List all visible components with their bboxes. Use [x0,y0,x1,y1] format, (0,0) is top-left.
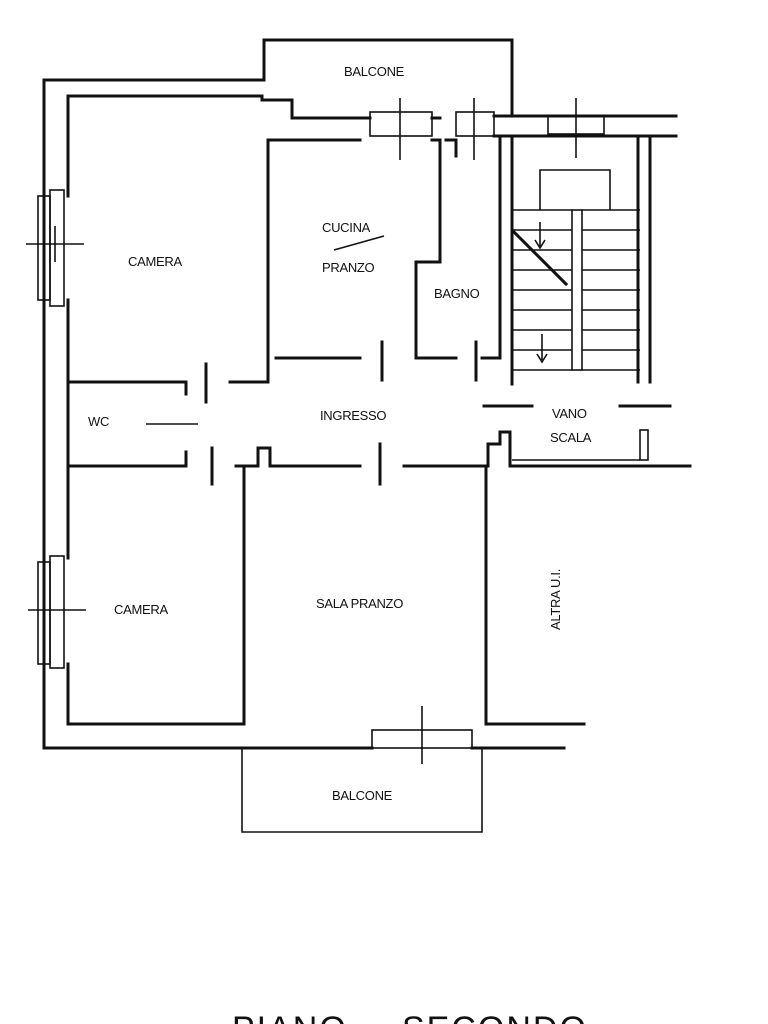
label-camera-bottom: CAMERA [114,602,168,617]
label-bagno: BAGNO [434,286,480,301]
label-pranzo: PRANZO [322,260,375,275]
label-camera-top: CAMERA [128,254,182,269]
label-vano: VANO [552,406,587,421]
staircase [511,169,640,371]
balcony-bottom [241,748,483,833]
title-piano: PIANO [232,1010,348,1024]
label-cucina: CUCINA [322,220,371,235]
window-sala [371,706,473,764]
window-stair [547,98,605,158]
title-floor: SECONDO [402,1010,588,1024]
window-camera-top [26,189,84,307]
cucina-pranzo-divider [333,235,385,251]
door-marks [204,340,478,486]
label-wc: WC [88,414,109,429]
label-scala: SCALA [550,430,592,445]
label-ingresso: INGRESSO [320,408,386,423]
window-cucina [369,98,433,160]
interior-walls [66,134,692,726]
label-altra-ui: ALTRA U.I. [548,569,563,630]
balcony-top [263,39,513,116]
label-balcone-bottom: BALCONE [332,788,393,803]
label-balcone-top: BALCONE [344,64,405,79]
window-camera-bottom [28,555,86,669]
window-bagno [455,98,495,160]
outer-walls [42,38,678,750]
label-sala-pranzo: SALA PRANZO [316,596,403,611]
stair-hall [482,134,672,461]
